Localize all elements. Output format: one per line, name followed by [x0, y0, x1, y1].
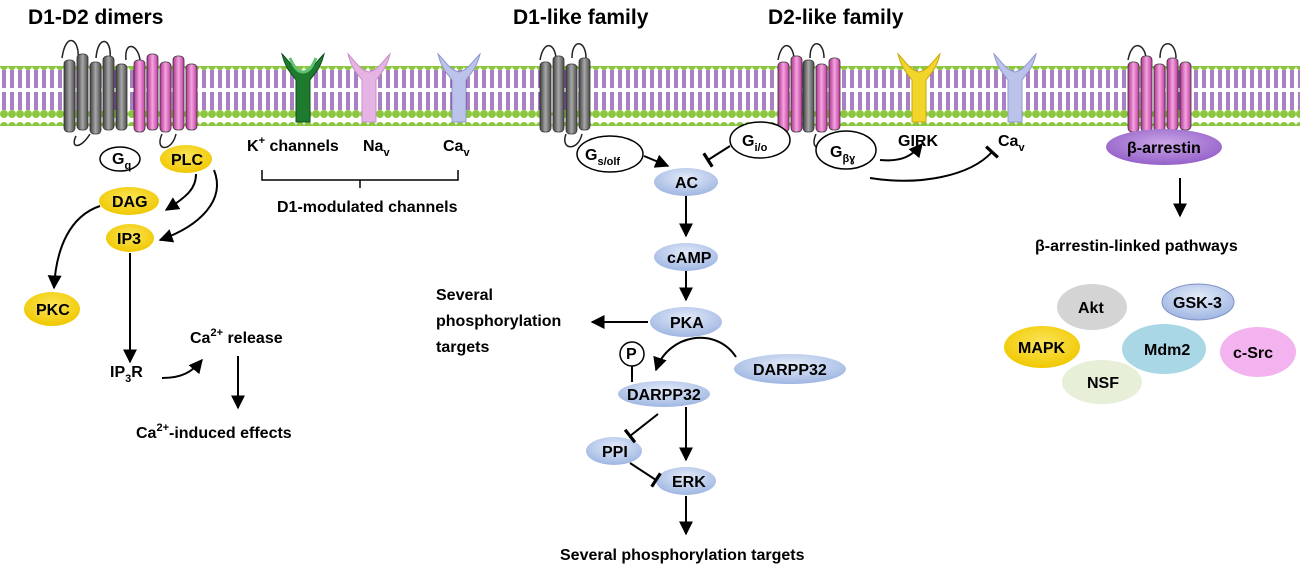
svg-text:Gs/olf: Gs/olf	[585, 147, 620, 168]
mapk-node: MAPK	[1004, 326, 1080, 368]
dag-node: DAG	[99, 187, 159, 215]
svg-text:β-arrestin: β-arrestin	[1127, 140, 1201, 157]
phospho-p-node: P	[619, 341, 645, 382]
svg-text:GSK-3: GSK-3	[1173, 295, 1222, 312]
svg-text:DARPP32: DARPP32	[627, 387, 701, 404]
svg-text:IP3: IP3	[117, 231, 141, 248]
svg-text:cAMP: cAMP	[667, 250, 712, 267]
svg-text:DAG: DAG	[112, 194, 148, 211]
d1-modulated-channels-label: D1-modulated channels	[277, 199, 458, 216]
nsf-node: NSF	[1062, 360, 1142, 404]
gbeta-gamma-node: Gβɣ	[815, 130, 877, 170]
gi-o-node: Gi/o	[729, 121, 791, 159]
k-channels-label: K+ channels	[247, 135, 339, 155]
girk-label: GIRK	[898, 133, 938, 150]
nav-label: Nav	[363, 138, 390, 159]
svg-text:DARPP32: DARPP32	[753, 362, 827, 379]
channels-bracket	[261, 170, 459, 188]
header-d2-like-family: D2-like family	[768, 6, 904, 29]
d2-receptor	[777, 43, 841, 149]
d1-receptor	[539, 43, 591, 148]
k-channel-shape	[281, 52, 325, 123]
ip3r-label: IP3R	[110, 364, 143, 385]
ca-induced-effects-label: Ca2+-induced effects	[136, 422, 292, 442]
svg-text:Gq: Gq	[112, 151, 131, 172]
akt-node: Akt	[1057, 284, 1127, 330]
svg-text:Akt: Akt	[1078, 300, 1104, 317]
girk-channel-shape	[897, 52, 941, 123]
svg-text:P: P	[626, 346, 637, 363]
darpp32-unphosphorylated-node: DARPP32	[734, 354, 846, 384]
ac-node: AC	[654, 168, 718, 196]
svg-text:targets: targets	[436, 339, 489, 356]
svg-text:PLC: PLC	[171, 152, 203, 169]
beta-arrestin-linked-label: β-arrestin-linked pathways	[1035, 238, 1238, 255]
cell-membrane	[0, 66, 1300, 126]
erk-node: ERK	[656, 467, 716, 495]
svg-text:PKA: PKA	[670, 315, 704, 332]
ca-release-label: Ca2+ release	[190, 327, 283, 347]
gsk3-node: GSK-3	[1161, 283, 1235, 321]
several-targets-side: Several phosphorylation targets	[436, 287, 561, 356]
cav-channel-shape	[993, 52, 1037, 123]
header-d1d2-dimers: D1-D2 dimers	[28, 6, 163, 29]
svg-text:phosphorylation: phosphorylation	[436, 313, 561, 330]
darpp32-node: DARPP32	[618, 381, 710, 407]
gs-olf-node: Gs/olf	[576, 135, 644, 173]
svg-text:PKC: PKC	[36, 302, 70, 319]
gq-node: Gq	[99, 146, 141, 172]
csrc-node: c-Src	[1220, 327, 1296, 377]
mdm2-node: Mdm2	[1122, 324, 1206, 374]
camp-node: cAMP	[654, 243, 718, 271]
cav-d2-label: Cav	[998, 133, 1025, 154]
d1-d2-dimer-receptor	[61, 40, 198, 149]
pkc-node: PKC	[24, 292, 80, 326]
svg-text:Mdm2: Mdm2	[1144, 342, 1190, 359]
plc-node: PLC	[160, 145, 212, 173]
pka-node: PKA	[650, 307, 722, 337]
svg-text:ERK: ERK	[672, 474, 706, 491]
na-channel-shape	[347, 52, 391, 123]
svg-text:Gi/o: Gi/o	[742, 133, 768, 154]
beta-arrestin-receptor	[1127, 43, 1192, 133]
svg-text:Gβɣ: Gβɣ	[830, 144, 856, 165]
ip3-node: IP3	[106, 224, 154, 252]
svg-text:AC: AC	[675, 175, 699, 192]
header-d1-like-family: D1-like family	[513, 6, 649, 29]
ca-channel-shape	[437, 52, 481, 123]
svg-text:MAPK: MAPK	[1018, 340, 1066, 357]
beta-arrestin-node: β-arrestin	[1106, 129, 1222, 165]
cav-label: Cav	[443, 138, 470, 159]
svg-text:Several: Several	[436, 287, 493, 304]
svg-text:NSF: NSF	[1087, 375, 1119, 392]
svg-text:PPI: PPI	[602, 444, 628, 461]
svg-text:c-Src: c-Src	[1233, 345, 1273, 362]
several-targets-bottom: Several phosphorylation targets	[560, 547, 805, 564]
ppi-node: PPI	[586, 437, 642, 465]
